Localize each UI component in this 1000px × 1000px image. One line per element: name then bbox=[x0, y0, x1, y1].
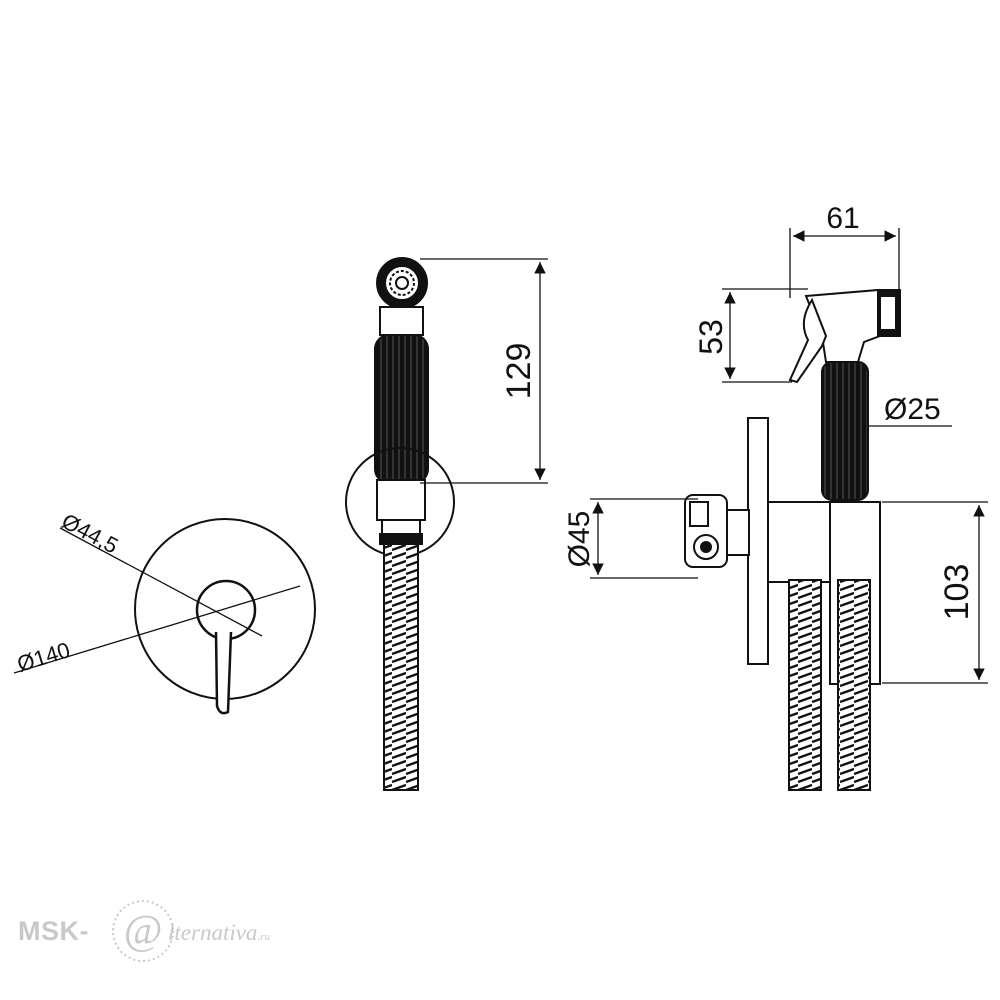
dim-line-61 bbox=[789, 228, 900, 298]
dim-line-103 bbox=[882, 501, 988, 684]
front-view-shower bbox=[345, 257, 455, 791]
front-view-mixer bbox=[13, 518, 316, 715]
dim-head-height: 53 bbox=[693, 319, 729, 355]
svg-text:@: @ bbox=[124, 908, 163, 954]
dim-knob-diameter: Ø44,5 bbox=[58, 508, 123, 558]
dim-bracket-diameter: Ø45 bbox=[563, 511, 596, 568]
dim-side-width: 61 bbox=[826, 202, 859, 235]
dim-spray-head-height: 129 bbox=[500, 343, 538, 400]
dim-handle-diameter: Ø25 bbox=[884, 393, 941, 426]
watermark-tld: .ru bbox=[257, 931, 270, 943]
dim-line-45 bbox=[590, 498, 698, 579]
watermark-logo: MSK- @ lternativa.ru bbox=[18, 898, 348, 968]
dim-plate-diameter: Ø140 bbox=[14, 637, 73, 677]
dim-line-129 bbox=[420, 258, 548, 484]
mixer-knob bbox=[195, 579, 257, 641]
shower-handle bbox=[374, 334, 429, 484]
mixer-lever bbox=[214, 631, 233, 715]
at-sign-icon: @ bbox=[112, 900, 174, 962]
watermark-text-right: lternativa.ru bbox=[168, 920, 270, 945]
side-view-shower bbox=[684, 288, 901, 791]
dim-line-53 bbox=[722, 288, 808, 383]
watermark-text-left: MSK- bbox=[18, 916, 89, 946]
side-handle bbox=[821, 361, 869, 501]
dim-total-depth: 103 bbox=[938, 564, 976, 621]
shower-hose bbox=[383, 543, 419, 791]
